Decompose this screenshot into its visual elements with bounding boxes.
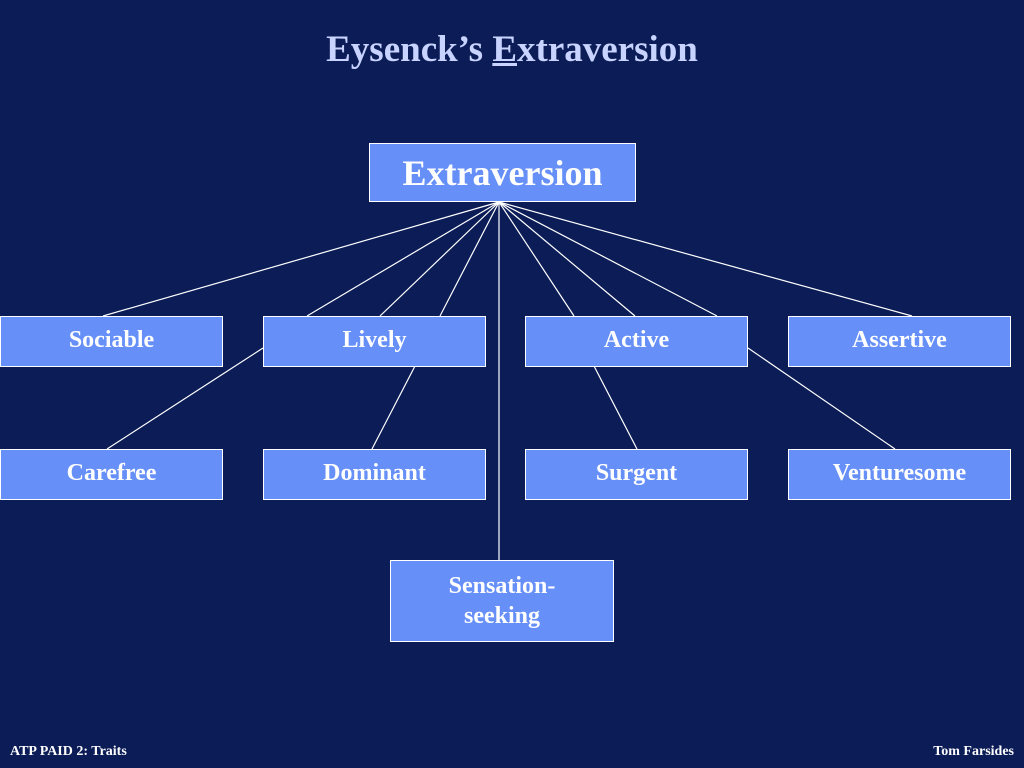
connector-sociable bbox=[102, 201, 500, 317]
slide-title: Eysenck’s Extraversion bbox=[0, 28, 1024, 71]
carefree-box: Carefree bbox=[0, 449, 223, 500]
connector-assertive bbox=[498, 201, 913, 317]
footer-course: ATP PAID 2: Traits bbox=[10, 744, 127, 759]
assertive-box: Assertive bbox=[788, 316, 1011, 367]
connector-active-center bbox=[498, 201, 636, 317]
extraversion-box: Extraversion bbox=[369, 143, 636, 202]
active-box: Active bbox=[525, 316, 748, 367]
title-prefix: Eysenck’s bbox=[326, 29, 493, 70]
title-rest: xtraversion bbox=[517, 29, 698, 70]
connector-lively-left bbox=[306, 201, 500, 317]
lively-box: Lively bbox=[263, 316, 486, 367]
sensation-seeking-box: Sensation- seeking bbox=[390, 560, 614, 642]
venturesome-box: Venturesome bbox=[788, 449, 1011, 500]
footer-author: Tom Farsides bbox=[933, 744, 1014, 759]
connector-lively-right bbox=[379, 201, 500, 317]
sensation-label-line2: seeking bbox=[463, 603, 540, 629]
connector-venturesome bbox=[747, 347, 896, 450]
surgent-box: Surgent bbox=[525, 449, 748, 500]
connector-lively-center bbox=[439, 201, 500, 317]
connector-dominant bbox=[371, 365, 416, 450]
connector-active-right bbox=[498, 201, 718, 317]
connector-carefree bbox=[106, 347, 264, 450]
dominant-box: Dominant bbox=[263, 449, 486, 500]
sensation-label-line1: Sensation- bbox=[448, 573, 556, 599]
sociable-box: Sociable bbox=[0, 316, 223, 367]
connector-surgent bbox=[593, 365, 638, 450]
title-underlined-letter: E bbox=[492, 29, 517, 70]
connector-active-left bbox=[498, 201, 575, 317]
